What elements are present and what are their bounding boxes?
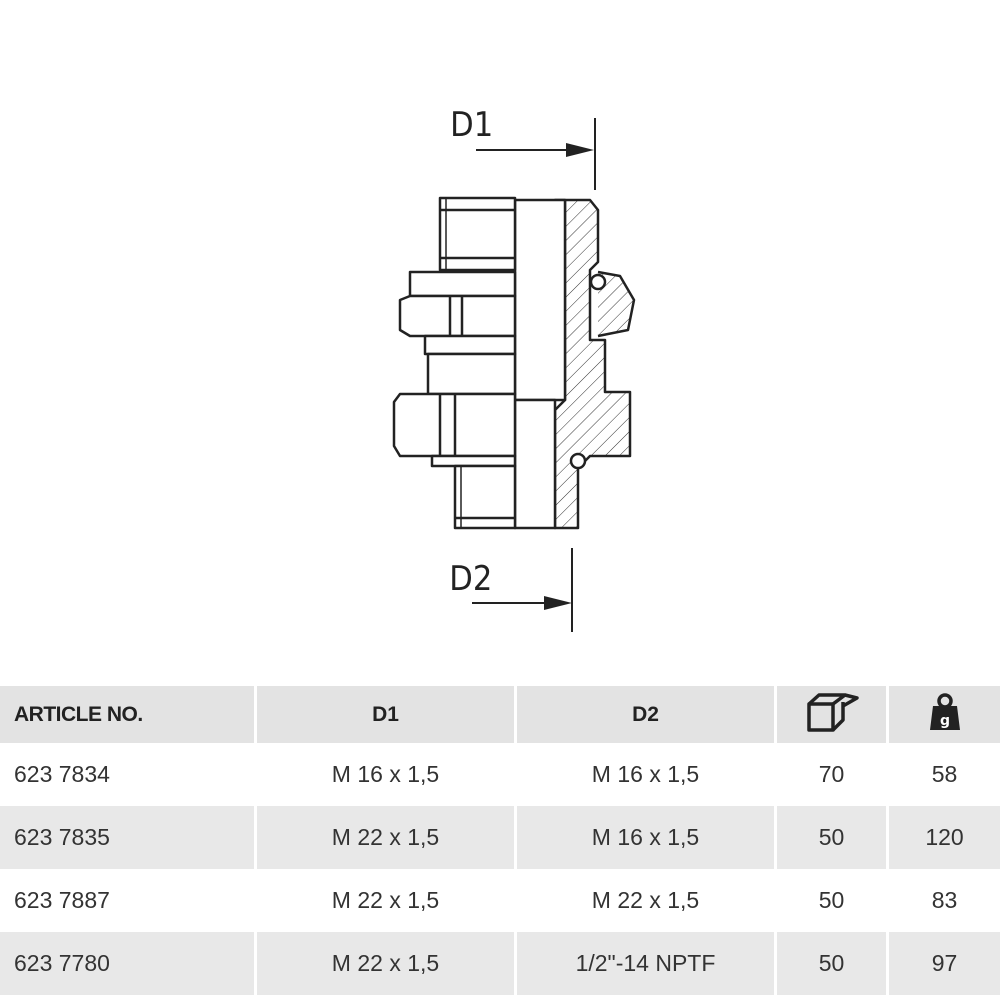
table-header-row: ARTICLE NO. D1 D2 (0, 686, 1000, 743)
table-row: 623 7834 M 16 x 1,5 M 16 x 1,5 70 58 (0, 743, 1000, 806)
cell-d2: M 16 x 1,5 (517, 743, 777, 806)
cell-d2: M 16 x 1,5 (517, 806, 777, 869)
weight-icon: g (929, 692, 961, 738)
cell-pack: 50 (777, 869, 889, 932)
cell-article: 623 7887 (0, 869, 257, 932)
dimension-label-d2: D2 (449, 558, 492, 598)
cell-d1: M 16 x 1,5 (257, 743, 517, 806)
table-row: 623 7887 M 22 x 1,5 M 22 x 1,5 50 83 (0, 869, 1000, 932)
header-article-no: ARTICLE NO. (0, 686, 257, 743)
table-row: 623 7780 M 22 x 1,5 1/2"-14 NPTF 50 97 (0, 932, 1000, 995)
fitting-body (392, 196, 636, 530)
cell-article: 623 7780 (0, 932, 257, 995)
fitting-drawing-svg: D1 D2 (392, 104, 636, 632)
header-d2: D2 (517, 686, 777, 743)
cell-article: 623 7834 (0, 743, 257, 806)
dimension-label-d1: D1 (450, 104, 493, 144)
cell-pack: 50 (777, 932, 889, 995)
cell-d1: M 22 x 1,5 (257, 806, 517, 869)
table-row: 623 7835 M 22 x 1,5 M 16 x 1,5 50 120 (0, 806, 1000, 869)
technical-drawing: D1 D2 (392, 104, 636, 632)
dimension-arrow-d1 (566, 143, 594, 157)
cell-pack: 70 (777, 743, 889, 806)
cell-weight: 58 (931, 761, 958, 787)
cell-weight: 83 (931, 887, 958, 913)
cell-d2: 1/2"-14 NPTF (517, 932, 777, 995)
header-weight: g (889, 686, 1000, 743)
cell-weight: 120 (889, 806, 1000, 869)
cell-d1: M 22 x 1,5 (257, 869, 517, 932)
cell-d1: M 22 x 1,5 (257, 932, 517, 995)
cell-d2: M 22 x 1,5 (517, 869, 777, 932)
dimension-arrow-d2 (544, 596, 572, 610)
weight-icon-letter: g (939, 713, 949, 729)
header-package (777, 686, 889, 743)
header-d1: D1 (257, 686, 517, 743)
cell-weight: 97 (889, 932, 1000, 995)
specification-table: ARTICLE NO. D1 D2 (0, 686, 1000, 995)
cell-pack: 50 (777, 806, 889, 869)
package-box-icon (805, 692, 859, 738)
cell-article: 623 7835 (0, 806, 257, 869)
